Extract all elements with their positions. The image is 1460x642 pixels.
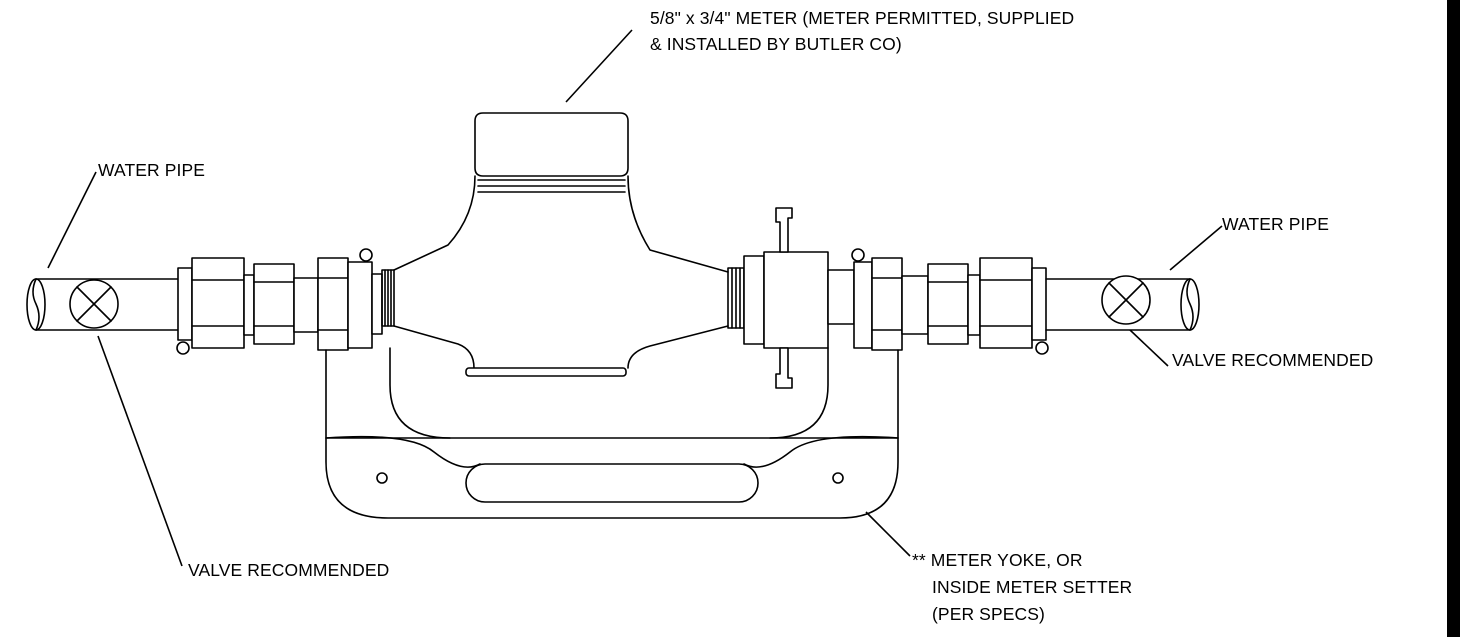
leader-meter: [565, 29, 633, 103]
page-border: [1447, 0, 1460, 637]
valve-left-icon: [69, 279, 119, 329]
leader-meter-yoke: [865, 511, 911, 557]
meter-yoke: [325, 347, 899, 519]
leader-water-pipe-left: [47, 171, 97, 269]
water-meter: [393, 112, 729, 377]
label-valve-right: VALVE RECOMMENDED: [1172, 350, 1374, 370]
label-water-pipe-left: WATER PIPE: [98, 160, 205, 180]
right-yoke-housing: [851, 248, 903, 351]
label-water-pipe-right: WATER PIPE: [1222, 214, 1329, 234]
label-valve-left: VALVE RECOMMENDED: [188, 560, 390, 580]
leader-valve-right: [1129, 329, 1169, 367]
left-coupling: [176, 257, 319, 355]
valve-right-icon: [1101, 275, 1151, 325]
water-pipe-right: [1045, 278, 1200, 331]
label-yoke-line1: ** METER YOKE, OR: [912, 550, 1083, 570]
label-meter-line1: 5/8" x 3/4" METER (METER PERMITTED, SUPP…: [650, 8, 1075, 28]
label-meter-line2: & INSTALLED BY BUTLER CO): [650, 34, 902, 54]
label-yoke-line2: INSIDE METER SETTER: [932, 577, 1133, 597]
left-yoke-housing: [317, 248, 395, 351]
right-coupling: [901, 257, 1049, 355]
right-meter-connector: [727, 207, 855, 389]
leader-water-pipe-right: [1169, 225, 1223, 271]
water-pipe-left: [26, 278, 179, 331]
label-yoke-line3: (PER SPECS): [932, 604, 1045, 624]
leader-valve-left: [97, 335, 183, 567]
